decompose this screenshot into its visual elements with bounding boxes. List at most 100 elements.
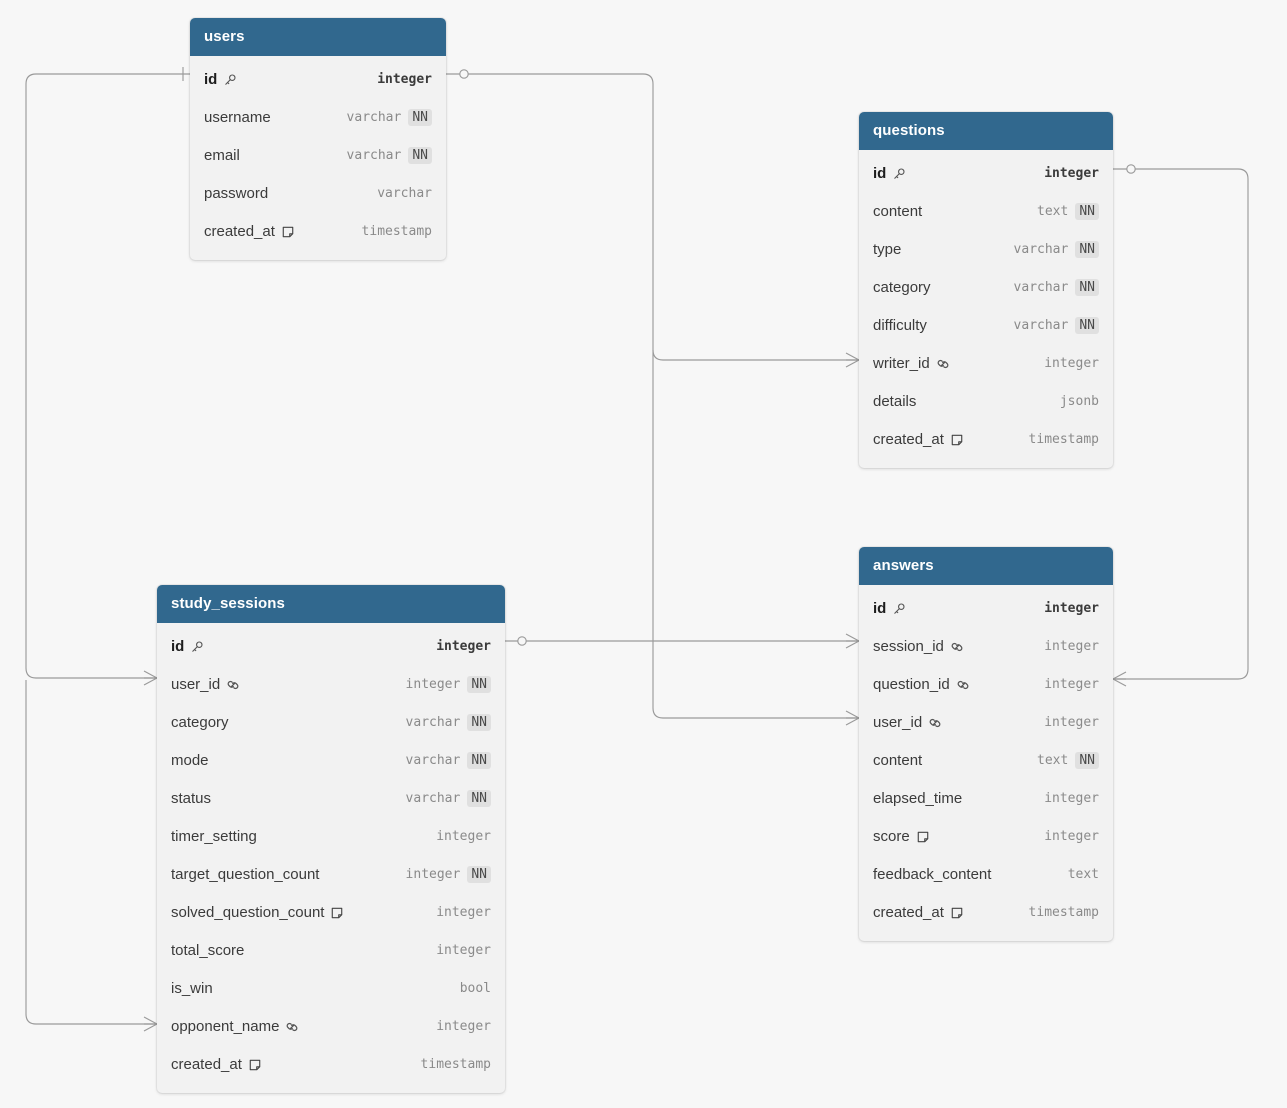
field-label: category <box>171 713 229 731</box>
field-type: integer <box>436 638 491 654</box>
field-type: integer <box>1044 676 1099 692</box>
field-label: question_id <box>873 675 950 693</box>
table-title-users: users <box>190 18 446 56</box>
field-type-group: jsonb <box>1060 394 1099 409</box>
field-row-questions-content[interactable]: content text NN <box>859 192 1113 230</box>
field-type-group: integer <box>1044 791 1099 806</box>
field-row-study_sessions-solved_question_count[interactable]: solved_question_count integer <box>157 893 505 931</box>
field-name-group: user_id <box>171 676 240 693</box>
field-name-group: id <box>204 71 237 88</box>
field-name-group: feedback_content <box>873 866 991 883</box>
field-row-answers-question_id[interactable]: question_id integer <box>859 665 1113 703</box>
field-type-group: integer <box>436 905 491 920</box>
field-label: status <box>171 789 212 807</box>
field-type: varchar <box>405 714 461 730</box>
field-name-group: content <box>873 203 922 220</box>
field-name-group: status <box>171 790 211 807</box>
field-type: integer <box>436 828 491 844</box>
field-row-study_sessions-category[interactable]: category varchar NN <box>157 703 505 741</box>
not-null-badge: NN <box>467 713 491 731</box>
field-type-group: bool <box>460 981 491 996</box>
primary-key-icon <box>223 73 237 87</box>
field-row-questions-details[interactable]: details jsonb <box>859 382 1113 420</box>
field-row-study_sessions-id[interactable]: id integer <box>157 627 505 665</box>
field-name-group: difficulty <box>873 317 927 334</box>
field-name-group: id <box>171 638 204 655</box>
marker-many-answers-question-id <box>1112 671 1127 687</box>
field-type-group: timestamp <box>421 1057 491 1072</box>
field-type: integer <box>1044 165 1099 181</box>
field-type: integer <box>1044 790 1099 806</box>
field-label: solved_question_count <box>171 903 325 921</box>
field-type: text <box>1067 866 1099 882</box>
field-row-study_sessions-is_win[interactable]: is_win bool <box>157 969 505 1007</box>
field-name-group: elapsed_time <box>873 790 962 807</box>
field-name-group: details <box>873 393 916 410</box>
field-type-group: integer <box>1044 639 1099 654</box>
field-label: password <box>204 184 269 202</box>
not-null-badge: NN <box>1075 202 1099 220</box>
field-type: bool <box>459 980 491 996</box>
field-name-group: score <box>873 828 930 845</box>
field-type-group: integer <box>1044 166 1099 181</box>
edge-users-id-trunk <box>446 73 859 719</box>
field-label: details <box>873 392 917 410</box>
edge-questions-id-to-answers-question-id <box>1113 168 1249 680</box>
note-icon <box>248 1058 262 1072</box>
field-name-group: session_id <box>873 638 964 655</box>
field-type-group: varchar NN <box>405 713 491 731</box>
field-name-group: type <box>873 241 901 258</box>
field-type: text <box>1037 752 1069 768</box>
not-null-badge: NN <box>467 675 491 693</box>
field-row-answers-elapsed_time[interactable]: elapsed_time integer <box>859 779 1113 817</box>
field-label: elapsed_time <box>873 789 963 807</box>
field-type-group: timestamp <box>1029 905 1099 920</box>
field-label: is_win <box>171 979 213 997</box>
field-row-answers-feedback_content[interactable]: feedback_content text <box>859 855 1113 893</box>
field-name-group: created_at <box>204 223 295 240</box>
field-type: text <box>1037 203 1069 219</box>
field-row-answers-session_id[interactable]: session_id integer <box>859 627 1113 665</box>
field-name-group: is_win <box>171 980 213 997</box>
marker-many-study-sessions-opponent-name <box>143 1016 158 1032</box>
field-type: integer <box>1044 355 1099 371</box>
field-label: content <box>873 202 923 220</box>
field-type: varchar <box>1013 241 1069 257</box>
primary-key-icon <box>892 167 906 181</box>
field-type: integer <box>1044 638 1099 654</box>
foreign-key-icon <box>936 357 950 371</box>
